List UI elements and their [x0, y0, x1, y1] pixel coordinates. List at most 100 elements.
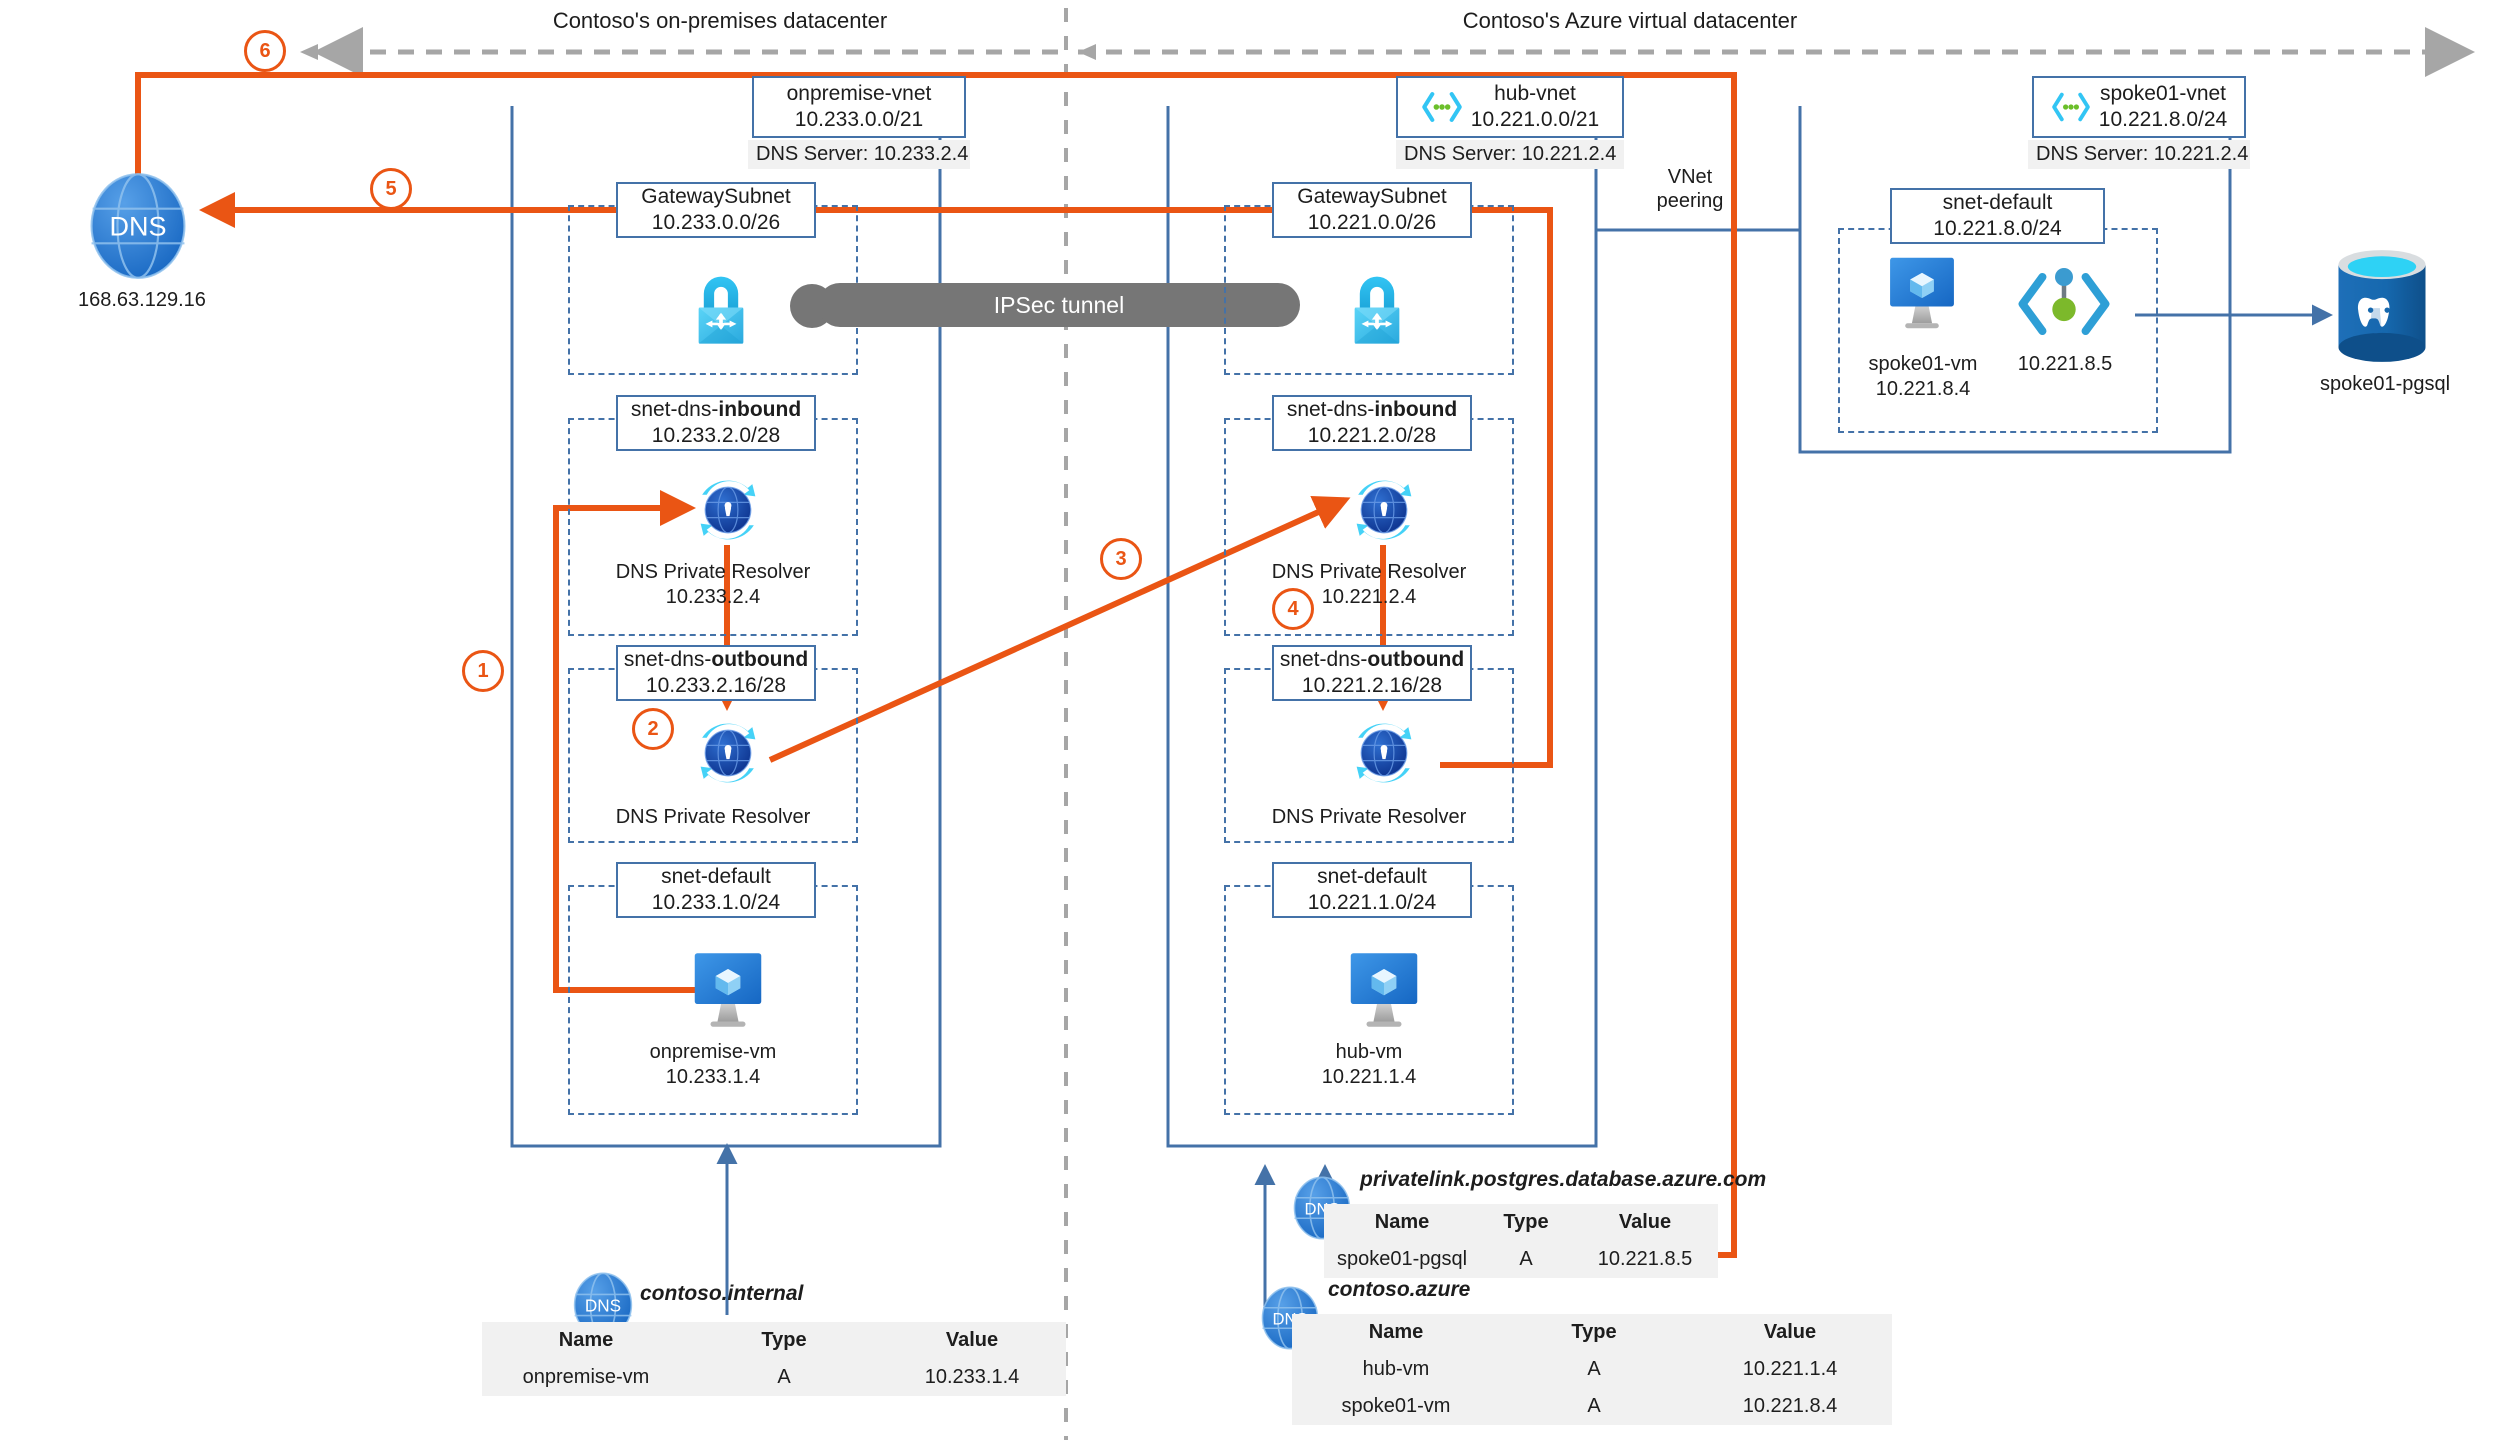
step-badge-4: 4	[1272, 588, 1314, 630]
column-header-type: Type	[1571, 1321, 1617, 1343]
record-value: 10.221.1.4	[1742, 1358, 1838, 1380]
ipsec-tunnel-label: IPSec tunnel	[993, 291, 1125, 318]
hub-vm-caption: hub-vm 10.221.1.4	[1224, 1040, 1514, 1090]
dns-private-resolver-icon	[690, 715, 766, 796]
dns-zone-name: privatelink.postgres.database.azure.com	[1360, 1168, 1767, 1191]
record-name: onpremise-vm	[522, 1366, 650, 1388]
hub-vnet-name: hub-vnet	[1494, 81, 1576, 105]
column-header-value: Value	[1763, 1321, 1817, 1343]
zone-title-azure: Contoso's Azure virtual datacenter	[1462, 8, 1798, 33]
hub-snet-default-label: snet-default 10.221.1.0/24	[1272, 862, 1472, 918]
snet-dns-inbound-prefix: snet-dns-	[630, 398, 719, 422]
vnet-peering-line2: peering	[1656, 190, 1724, 212]
private-endpoint-ip: 10.221.8.5	[2017, 353, 2113, 375]
gatewaysubnet-cidr: 10.221.0.0/26	[1307, 211, 1437, 234]
snet-default-name: snet-default	[661, 865, 771, 889]
vnet-peering-line1: VNet	[1667, 166, 1713, 188]
table-header-row: Name Type Value	[1324, 1204, 1718, 1241]
spoke01-vnet-dns-server: DNS Server: 10.221.2.4	[2028, 140, 2250, 169]
hub-dns-inbound-label: snet-dns-inbound 10.221.2.0/28	[1272, 395, 1472, 451]
record-name: spoke01-vm	[1341, 1395, 1451, 1417]
record-type: A	[777, 1366, 791, 1388]
onpremise-dns-outbound-label: snet-dns-outbound 10.233.2.16/28	[616, 645, 816, 701]
azure-dns-node: DNS 168.63.129.16	[78, 172, 206, 313]
dns-zone-table: Name Type Value hub-vm A 10.221.1.4 spok…	[1292, 1314, 1892, 1425]
onpremise-vnet-cidr: 10.233.0.0/21	[794, 108, 924, 131]
ipsec-tunnel: IPSec tunnel	[790, 283, 1300, 329]
resolver-caption-line1: DNS Private Resolver	[615, 806, 811, 828]
snet-dns-inbound-cidr: 10.233.2.0/28	[651, 424, 781, 447]
dns-zone-table: Name Type Value onpremise-vm A 10.233.1.…	[482, 1322, 1066, 1396]
hub-gatewaysubnet-label: GatewaySubnet 10.221.0.0/26	[1272, 182, 1472, 238]
hub-vnet-card: hub-vnet 10.221.0.0/21	[1396, 76, 1624, 138]
snet-dns-inbound-bold: inbound	[718, 398, 802, 422]
vnet-peering-label: VNet peering	[1630, 165, 1750, 213]
azure-dns-ip: 168.63.129.16	[78, 289, 206, 311]
vnet-icon	[1421, 90, 1463, 124]
hub-inbound-resolver-caption: DNS Private Resolver 10.221.2.4	[1224, 560, 1514, 610]
hub-vnet-cidr: 10.221.0.0/21	[1470, 108, 1600, 131]
spoke01-vnet-name: spoke01-vnet	[2099, 81, 2227, 105]
onpremise-inbound-resolver-caption: DNS Private Resolver 10.233.2.4	[568, 560, 858, 610]
snet-default-name: snet-default	[1942, 191, 2053, 215]
spoke01-pgsql-caption: spoke01-pgsql	[2319, 373, 2451, 395]
onpremise-vnet-dns-server: DNS Server: 10.233.2.4	[748, 140, 970, 169]
snet-dns-outbound-prefix: snet-dns-	[623, 648, 712, 672]
spoke01-vnet-card: spoke01-vnet 10.221.8.0/24	[2032, 76, 2246, 138]
snet-default-cidr: 10.221.8.0/24	[1933, 217, 2062, 240]
svg-text:DNS: DNS	[585, 1296, 621, 1316]
ipsec-tunnel-body: IPSec tunnel	[818, 283, 1300, 327]
resolver-caption-line1: DNS Private Resolver	[615, 561, 811, 583]
vm-caption-line2: 10.233.1.4	[665, 1066, 761, 1088]
dns-private-resolver-icon	[1346, 715, 1422, 796]
vm-caption-line2: 10.221.1.4	[1321, 1066, 1417, 1088]
virtual-machine-icon	[1880, 252, 1964, 339]
dns-zone-table: Name Type Value spoke01-pgsql A 10.221.8…	[1324, 1204, 1718, 1278]
private-endpoint-icon	[2010, 258, 2118, 355]
record-type: A	[1519, 1248, 1533, 1270]
resolver-caption-line2: 10.233.2.4	[665, 586, 761, 608]
table-header-row: Name Type Value	[1292, 1314, 1892, 1351]
resolver-caption-line1: DNS Private Resolver	[1271, 806, 1467, 828]
onpremise-gatewaysubnet-label: GatewaySubnet 10.233.0.0/26	[616, 182, 816, 238]
step-badge-5: 5	[370, 168, 412, 210]
record-value: 10.221.8.5	[1597, 1248, 1693, 1270]
column-header-type: Type	[761, 1329, 807, 1351]
vpn-gateway-icon	[678, 268, 764, 359]
gatewaysubnet-cidr: 10.233.0.0/26	[651, 211, 781, 234]
column-header-type: Type	[1503, 1211, 1549, 1233]
snet-dns-inbound-cidr: 10.221.2.0/28	[1307, 424, 1437, 447]
column-header-value: Value	[1618, 1211, 1672, 1233]
dns-globe-icon: DNS	[570, 1272, 636, 1338]
svg-text:DNS: DNS	[109, 212, 166, 242]
onpremise-dns-inbound-label: snet-dns-inbound 10.233.2.0/28	[616, 395, 816, 451]
record-value: 10.233.1.4	[924, 1366, 1020, 1388]
step-badge-3: 3	[1100, 538, 1142, 580]
hub-dns-outbound-label: snet-dns-outbound 10.221.2.16/28	[1272, 645, 1472, 701]
snet-dns-outbound-cidr: 10.233.2.16/28	[645, 674, 787, 697]
record-value: 10.221.8.4	[1742, 1395, 1838, 1417]
table-header-row: Name Type Value	[482, 1322, 1066, 1359]
resolver-caption-line2: 10.221.2.4	[1321, 586, 1417, 608]
vpn-gateway-icon	[1334, 268, 1420, 359]
dns-private-resolver-icon	[690, 472, 766, 553]
spoke01-vm-caption: spoke01-vm 10.221.8.4	[1848, 352, 1998, 402]
gatewaysubnet-name: GatewaySubnet	[1297, 185, 1447, 209]
onpremise-outbound-resolver-caption: DNS Private Resolver	[568, 805, 858, 830]
record-type: A	[1587, 1395, 1601, 1417]
vm-caption-line1: spoke01-vm	[1868, 353, 1978, 375]
onpremise-vm-caption: onpremise-vm 10.233.1.4	[568, 1040, 858, 1090]
snet-dns-inbound-prefix: snet-dns-	[1286, 398, 1375, 422]
gatewaysubnet-name: GatewaySubnet	[641, 185, 791, 209]
table-row: hub-vm A 10.221.1.4	[1292, 1351, 1892, 1388]
dns-private-resolver-icon	[1346, 472, 1422, 553]
virtual-machine-icon	[1340, 948, 1428, 1037]
virtual-machine-icon	[684, 948, 772, 1037]
vnet-icon	[2051, 91, 2091, 123]
vm-caption-line1: hub-vm	[1335, 1041, 1403, 1063]
table-row: onpremise-vm A 10.233.1.4	[482, 1359, 1066, 1396]
step-badge-2: 2	[632, 708, 674, 750]
spoke01-snet-default-label: snet-default 10.221.8.0/24	[1890, 188, 2105, 244]
table-row: spoke01-vm A 10.221.8.4	[1292, 1388, 1892, 1425]
